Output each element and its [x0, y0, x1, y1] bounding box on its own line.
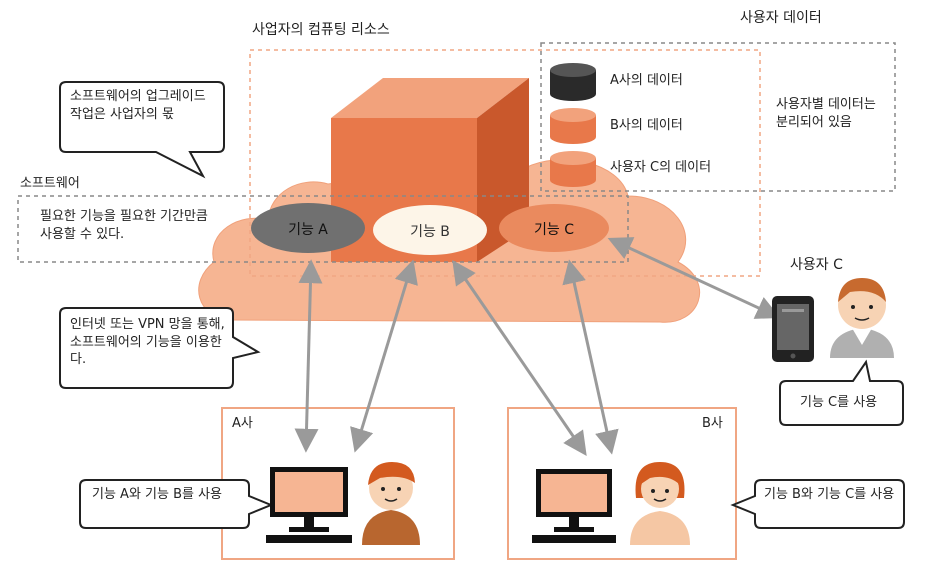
person-user-c-icon: [830, 278, 894, 358]
bubble-user-c: [779, 359, 904, 426]
function-c-label: 기능 C: [534, 222, 574, 238]
company-b-label: B사: [702, 416, 723, 431]
computer-a-icon: [266, 467, 352, 543]
function-b-ellipse: [373, 205, 487, 255]
arrow-func-c-to-user-c: [607, 237, 781, 319]
db-company-b-icon: [550, 108, 596, 144]
resources-label: 사업자의 컴퓨팅 리소스: [252, 22, 390, 38]
db-label-company-b: B사의 데이터: [610, 118, 683, 133]
smartphone-icon: [772, 296, 814, 362]
function-b-label: 기능 B: [410, 224, 450, 240]
company-b-box: [507, 407, 737, 560]
function-c-ellipse: [499, 204, 609, 252]
software-dashed-box: [17, 195, 629, 263]
software-note: 필요한 기능을 필요한 기간만큼 사용할 수 있다.: [40, 209, 208, 242]
arrow-func-b-to-company-a: [350, 259, 418, 453]
bubble-company-a-text: 기능 A와 기능 B를 사용: [92, 487, 223, 502]
software-title: 소프트웨어: [20, 176, 80, 191]
bubble-user-c-text: 기능 C를 사용: [800, 395, 878, 410]
bubble-company-b: [730, 479, 905, 529]
person-company-b-icon: [630, 462, 690, 545]
bubble-internet-text: 인터넷 또는 VPN 망을 통해, 소프트웨어의 기능을 이용한다.: [70, 317, 225, 368]
db-user-c-icon: [550, 151, 596, 187]
db-company-a-icon: [550, 63, 596, 101]
db-label-user-c: 사용자 C의 데이터: [610, 160, 712, 175]
person-company-a-icon: [362, 462, 420, 545]
cube-top: [331, 78, 529, 118]
user-data-dashed-box: [540, 42, 896, 192]
db-label-company-a: A사의 데이터: [610, 73, 683, 88]
function-a-label: 기능 A: [288, 222, 328, 238]
user-c-label: 사용자 C: [790, 257, 843, 273]
computer-b-icon: [532, 469, 616, 543]
user-data-note: 사용자별 데이터는 분리되어 있음: [776, 97, 876, 130]
arrow-func-c-to-company-b: [562, 259, 619, 455]
arrow-func-a-to-company-a: [294, 259, 323, 453]
bubble-company-b-text: 기능 B와 기능 C를 사용: [764, 487, 895, 502]
bubble-upgrade: [59, 81, 225, 179]
company-a-label: A사: [232, 416, 253, 431]
bubble-upgrade-text: 소프트웨어의 업그레이드 작업은 사업자의 몫: [70, 89, 206, 122]
bubble-internet: [59, 307, 261, 389]
user-data-title: 사용자 데이터: [740, 10, 822, 26]
bubble-company-a: [79, 479, 274, 529]
function-a-ellipse: [251, 203, 365, 253]
